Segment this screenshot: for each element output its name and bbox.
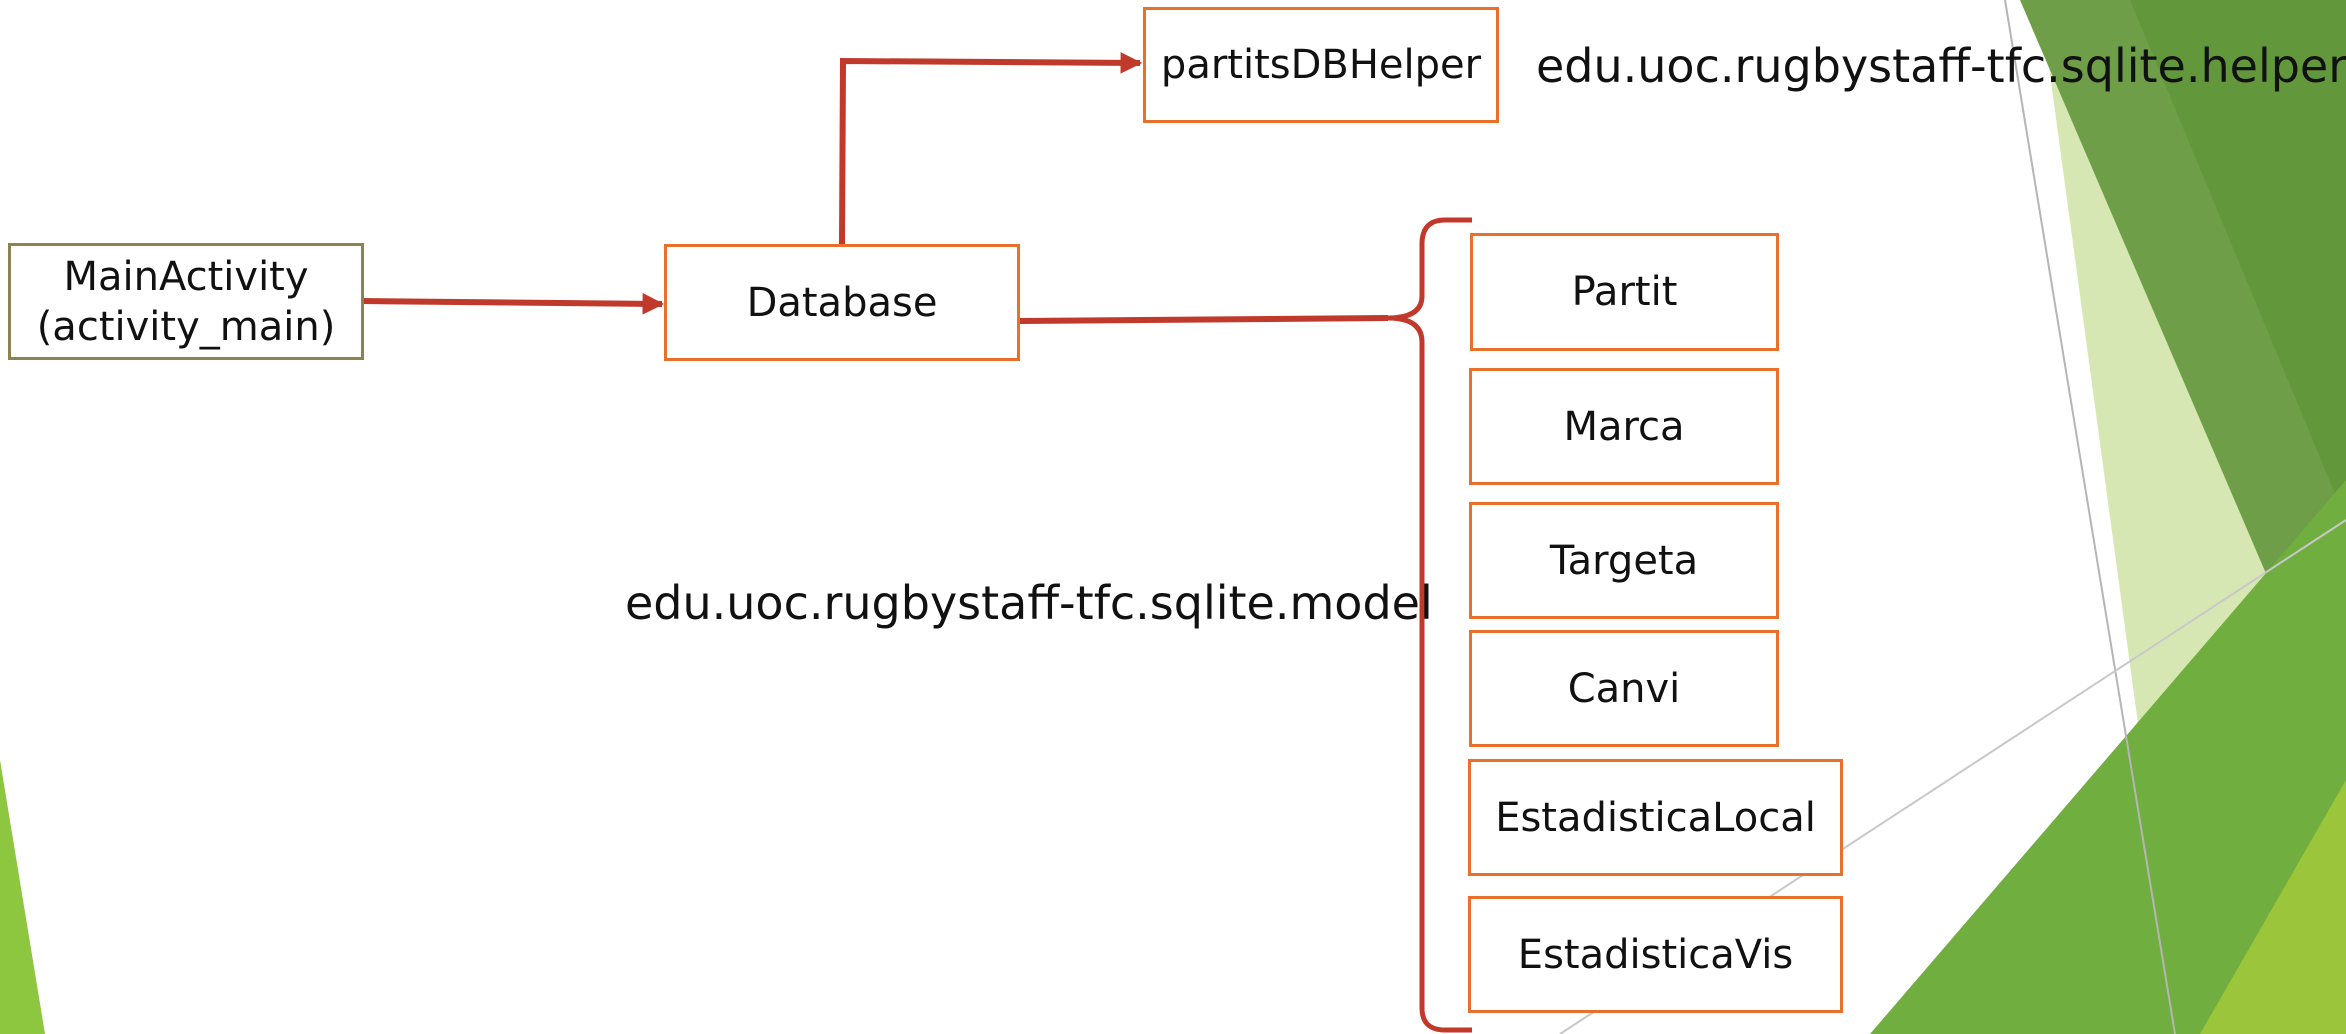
model-class-label: Marca: [1563, 403, 1685, 450]
model-package-label: edu.uoc.rugbystaff-tfc.sqlite.model: [625, 576, 1433, 630]
database-label: Database: [746, 279, 938, 326]
line-database-to-model: [1019, 315, 1389, 324]
model-brace: [1387, 217, 1472, 1033]
model-class-label: EstadisticaLocal: [1495, 794, 1816, 841]
model-class-label: Canvi: [1567, 665, 1681, 712]
model-class-marca: Marca: [1469, 368, 1779, 485]
model-class-canvi: Canvi: [1469, 630, 1779, 747]
main-activity-box: MainActivity (activity_main): [8, 243, 364, 360]
model-class-label: Targeta: [1549, 537, 1699, 584]
model-class-label: Partit: [1571, 269, 1678, 315]
helper-box: partitsDBHelper: [1143, 7, 1499, 123]
model-class-targeta: Targeta: [1469, 502, 1779, 619]
model-class-partit: Partit: [1470, 233, 1779, 351]
helper-package-label: edu.uoc.rugbystaff-tfc.sqlite.helper: [1536, 39, 2346, 93]
main-activity-name: MainActivity: [63, 253, 309, 300]
main-activity-layout: (activity_main): [36, 303, 336, 350]
arrow-database-to-helper: [839, 52, 1143, 245]
arrow-main-to-database: [361, 293, 665, 315]
helper-label: partitsDBHelper: [1160, 42, 1482, 88]
model-class-label: EstadisticaVis: [1517, 931, 1794, 978]
model-class-estadistica-local: EstadisticaLocal: [1468, 759, 1843, 876]
model-class-estadistica-vis: EstadisticaVis: [1468, 896, 1843, 1013]
database-box: Database: [664, 244, 1020, 361]
